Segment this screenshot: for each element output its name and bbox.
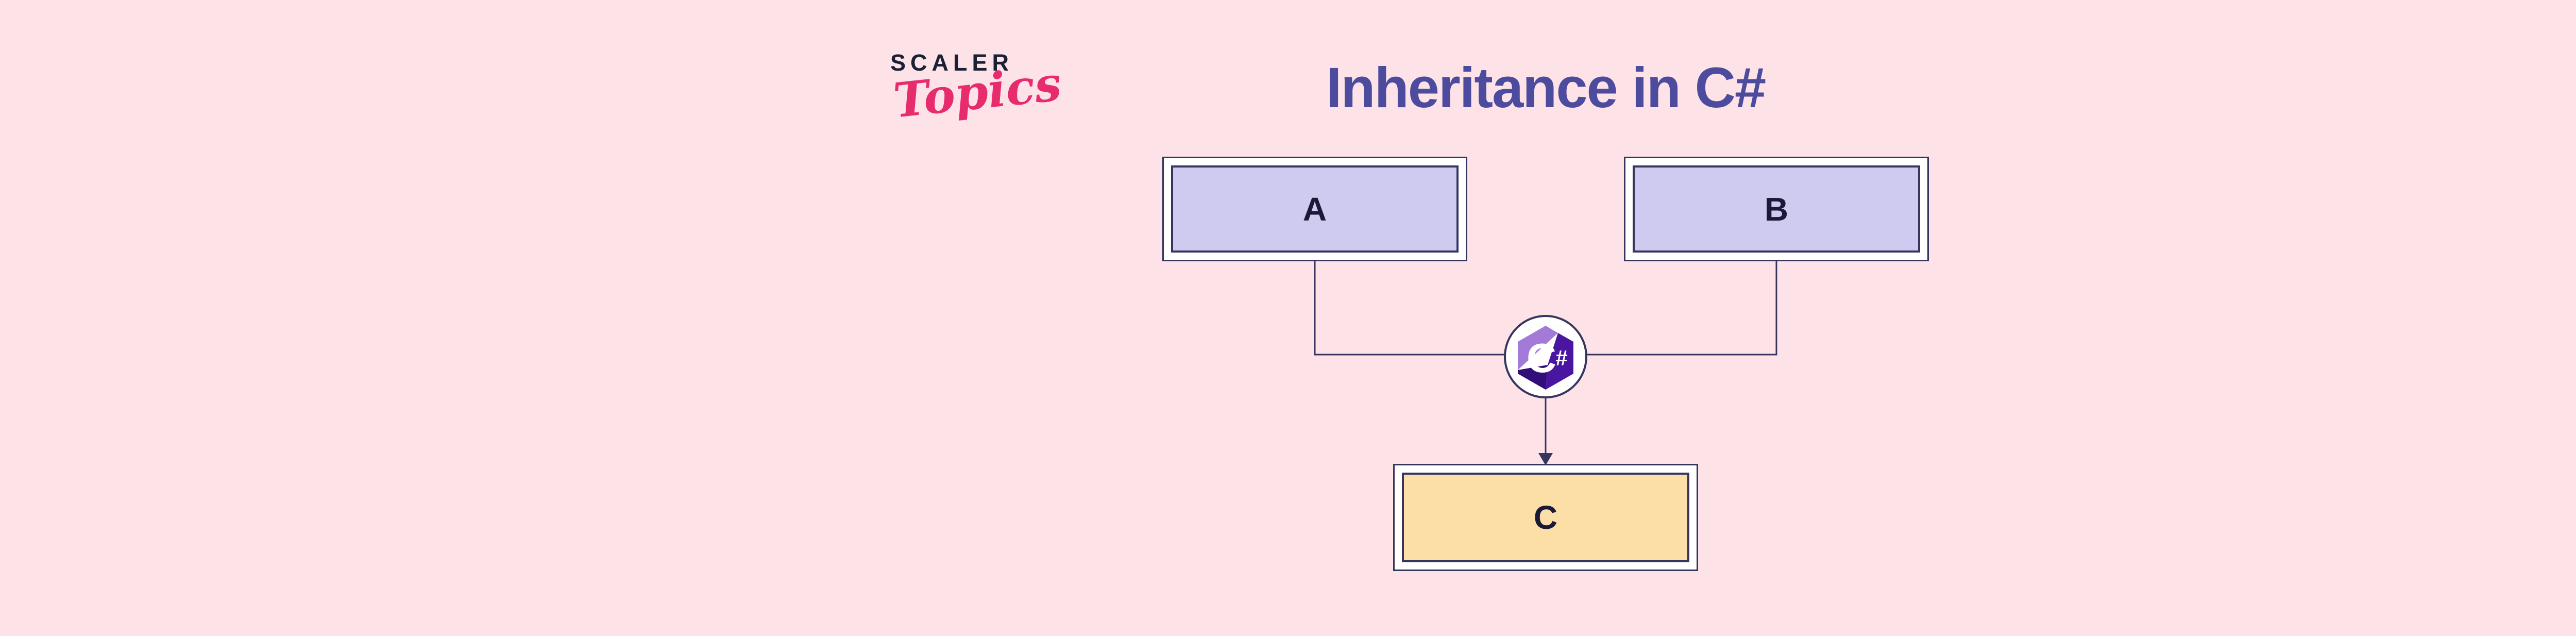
node-b-label: B (1764, 190, 1789, 228)
node-c-body: C (1402, 473, 1689, 562)
node-c-label: C (1533, 499, 1558, 536)
csharp-logo-icon: C # (1518, 326, 1573, 390)
csharp-hex-mid-face (1546, 333, 1573, 390)
node-b-body: B (1633, 165, 1920, 253)
node-a-label: A (1302, 190, 1327, 228)
csharp-hex-light-face (1518, 326, 1558, 370)
csharp-letter: C (1527, 335, 1556, 381)
arrowhead-down-icon (1538, 453, 1553, 465)
node-a: A (1162, 157, 1467, 261)
logo-brand-text: SCALER (890, 49, 1014, 76)
node-a-body: A (1171, 165, 1459, 253)
connector-b-to-csharp (1586, 260, 1777, 356)
csharp-hex-dark-face (1518, 365, 1548, 390)
scaler-topics-logo: SCALER Topics (890, 49, 1064, 128)
connector-a-to-csharp (1314, 260, 1505, 356)
csharp-hash-symbol: # (1555, 346, 1567, 370)
node-b: B (1624, 157, 1929, 261)
node-c: C (1393, 464, 1698, 571)
page-title: Inheritance in C# (1326, 56, 1766, 120)
